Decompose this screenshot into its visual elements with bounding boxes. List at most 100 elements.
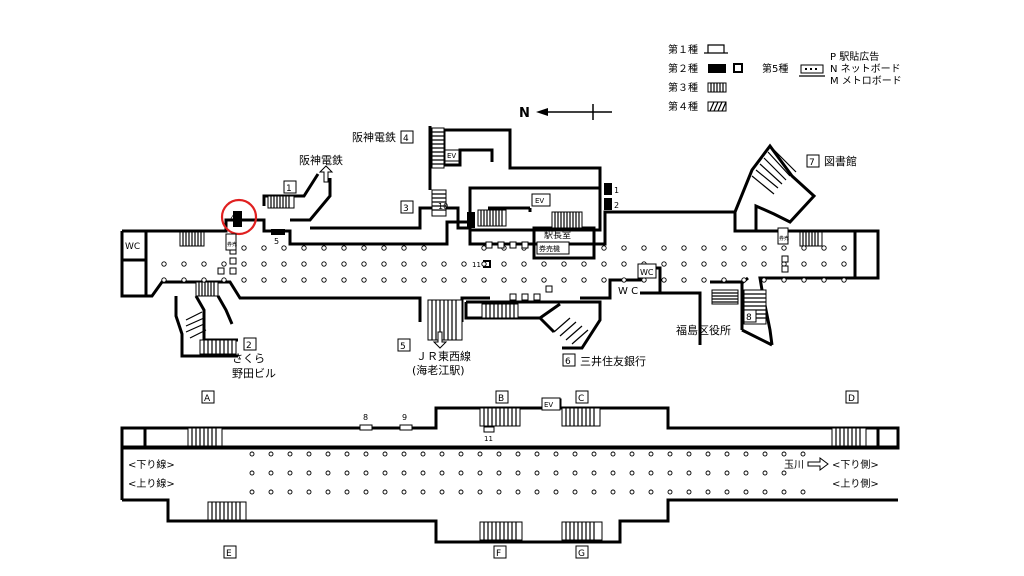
ticket-right-label: 券売 xyxy=(779,235,789,242)
column-marker xyxy=(458,489,464,495)
column-marker xyxy=(420,489,426,495)
column-marker xyxy=(572,489,578,495)
column-marker xyxy=(382,451,388,457)
column-marker xyxy=(420,470,426,476)
ad-board-4 xyxy=(233,211,242,227)
column-marker xyxy=(601,245,607,251)
legend-type3-label: 第３種 xyxy=(668,81,698,94)
column-marker xyxy=(661,245,667,251)
column-marker xyxy=(724,489,730,495)
column-marker xyxy=(341,245,347,251)
legend-type1-label: 第１種 xyxy=(668,43,698,56)
column-marker xyxy=(321,277,327,283)
column-marker xyxy=(301,261,307,267)
column-marker xyxy=(261,245,267,251)
column-marker xyxy=(363,451,369,457)
column-marker xyxy=(572,451,578,457)
arrow-up-icon xyxy=(318,165,334,183)
column-marker xyxy=(221,261,227,267)
column-marker xyxy=(301,245,307,251)
concourse-plan: 1 阪神電鉄 2 さくら 野田ビル 3 4 阪神電鉄 5 ＪＲ東西線 (海老江駅… xyxy=(120,126,880,380)
column-marker xyxy=(601,277,607,283)
column-marker xyxy=(181,277,187,283)
column-marker xyxy=(439,451,445,457)
column-marker xyxy=(161,277,167,283)
column-marker xyxy=(534,451,540,457)
ticket-left-label: 券売 xyxy=(227,241,237,248)
north-arrow: N xyxy=(519,104,612,121)
column-marker xyxy=(541,277,547,283)
column-marker xyxy=(381,261,387,267)
column-marker xyxy=(781,489,787,495)
platform-stairs xyxy=(187,407,867,541)
column-marker xyxy=(629,489,635,495)
legend-type5-label: 第5種 xyxy=(762,62,788,75)
column-marker xyxy=(496,470,502,476)
column-marker xyxy=(629,451,635,457)
column-marker xyxy=(721,245,727,251)
column-marker xyxy=(458,451,464,457)
column-marker xyxy=(610,489,616,495)
column-marker xyxy=(401,470,407,476)
platform-ad-8 xyxy=(359,424,373,431)
column-marker xyxy=(439,489,445,495)
platform-label-G: G xyxy=(578,549,585,559)
column-marker xyxy=(521,261,527,267)
column-marker xyxy=(341,261,347,267)
north-label: N xyxy=(519,106,530,121)
column-marker xyxy=(477,470,483,476)
legend-type4-icon xyxy=(707,101,727,112)
column-marker xyxy=(420,451,426,457)
column-marker xyxy=(521,277,527,283)
column-marker xyxy=(781,451,787,457)
legend: 第１種 第２種 第３種 第４種 第5種 P 駅貼広告 N ネットボード M メト… xyxy=(668,43,902,113)
column-marker xyxy=(621,261,627,267)
column-marker xyxy=(841,277,847,283)
column-marker xyxy=(534,489,540,495)
column-marker xyxy=(801,245,807,251)
column-marker xyxy=(363,470,369,476)
platform-ev-label: EV xyxy=(544,401,553,409)
column-marker xyxy=(648,470,654,476)
ad-board-2 xyxy=(604,198,612,210)
column-marker xyxy=(781,245,787,251)
exit4-number: 4 xyxy=(403,134,409,144)
column-marker xyxy=(382,470,388,476)
legend-type1-icon xyxy=(707,44,725,53)
column-marker xyxy=(762,470,768,476)
column-marker xyxy=(534,470,540,476)
column-marker xyxy=(181,261,187,267)
exit5-destination-1: ＪＲ東西線 xyxy=(416,349,471,363)
column-marker xyxy=(591,451,597,457)
exit4-destination: 阪神電鉄 xyxy=(352,130,396,144)
column-marker xyxy=(648,489,654,495)
ev2-label: EV xyxy=(535,197,544,205)
column-marker xyxy=(701,245,707,251)
exit3-number: 3 xyxy=(403,204,409,214)
legend-p-label: P 駅貼広告 xyxy=(830,50,879,63)
column-marker xyxy=(306,470,312,476)
column-marker xyxy=(481,277,487,283)
column-marker xyxy=(201,261,207,267)
ad-board-1 xyxy=(604,183,612,195)
column-marker xyxy=(572,470,578,476)
column-marker xyxy=(401,261,407,267)
down-line-label: <下り線> xyxy=(128,458,175,471)
column-marker xyxy=(724,470,730,476)
column-marker xyxy=(261,277,267,283)
station-office-label: 駅長室 xyxy=(544,229,571,241)
column-marker xyxy=(306,451,312,457)
column-marker xyxy=(681,261,687,267)
ticket-right-box xyxy=(777,227,789,245)
column-marker xyxy=(721,277,727,283)
column-marker xyxy=(661,261,667,267)
column-marker xyxy=(761,261,767,267)
column-marker xyxy=(800,451,806,457)
platform-ev-box xyxy=(541,397,561,411)
platform-plan: A B C D E F G EV 8 9 11 <下り線> <上り線> 玉川 <… xyxy=(120,390,900,559)
column-marker xyxy=(841,245,847,251)
column-marker xyxy=(201,277,207,283)
column-marker xyxy=(721,261,727,267)
ad-board-10 xyxy=(467,212,475,228)
